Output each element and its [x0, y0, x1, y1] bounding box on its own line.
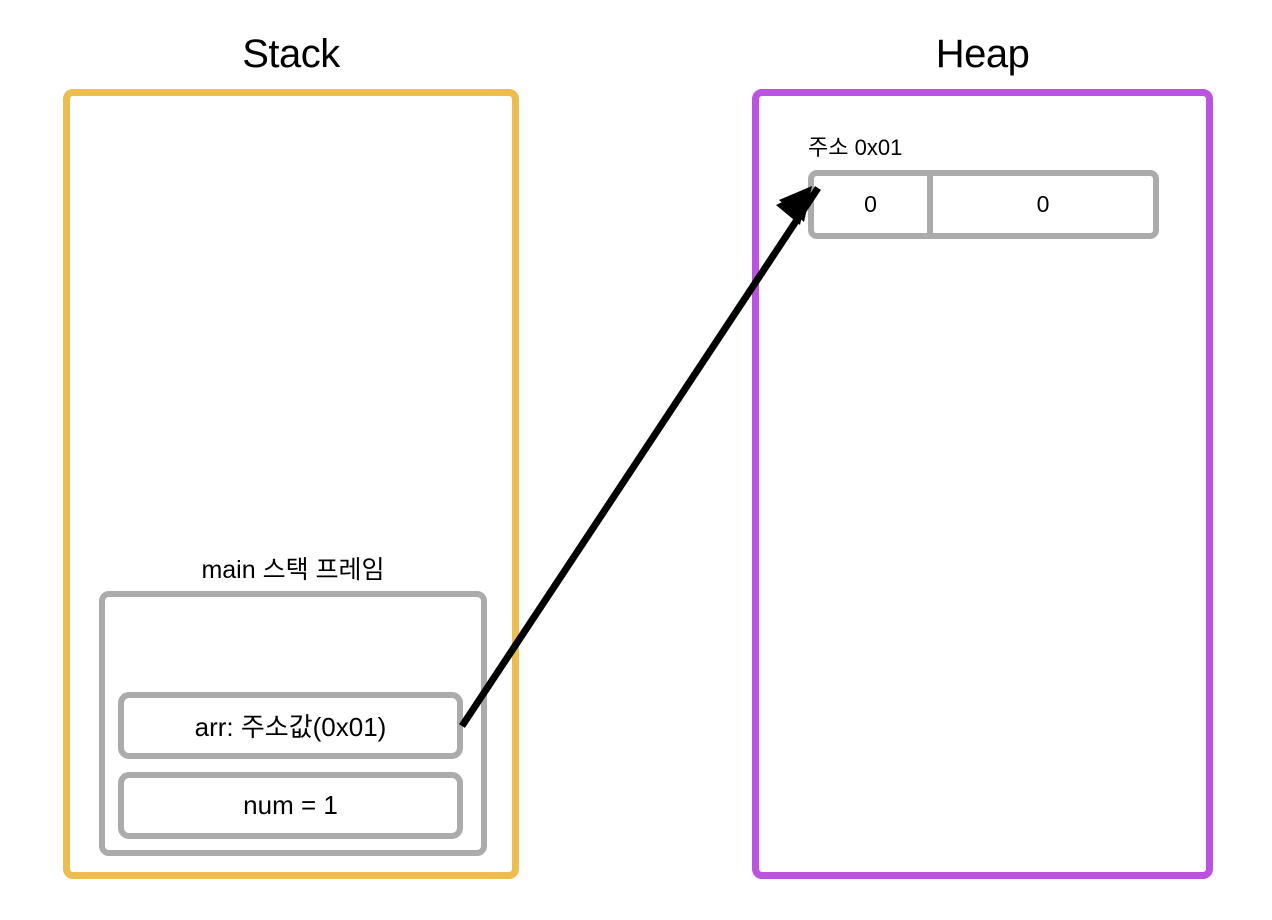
stack-frame-label: main 스택 프레임: [201, 556, 385, 584]
heap-title: Heap: [935, 32, 1030, 76]
heap-array: 0 0: [808, 170, 1159, 239]
stack-variable-arr: arr: 주소값(0x01): [118, 692, 463, 759]
heap-address-label: 주소 0x01: [808, 135, 903, 160]
stack-title: Stack: [242, 32, 340, 76]
stack-variable-num: num = 1: [118, 772, 463, 839]
heap-array-cell: 0: [814, 176, 933, 233]
heap-array-cell: 0: [933, 176, 1153, 233]
